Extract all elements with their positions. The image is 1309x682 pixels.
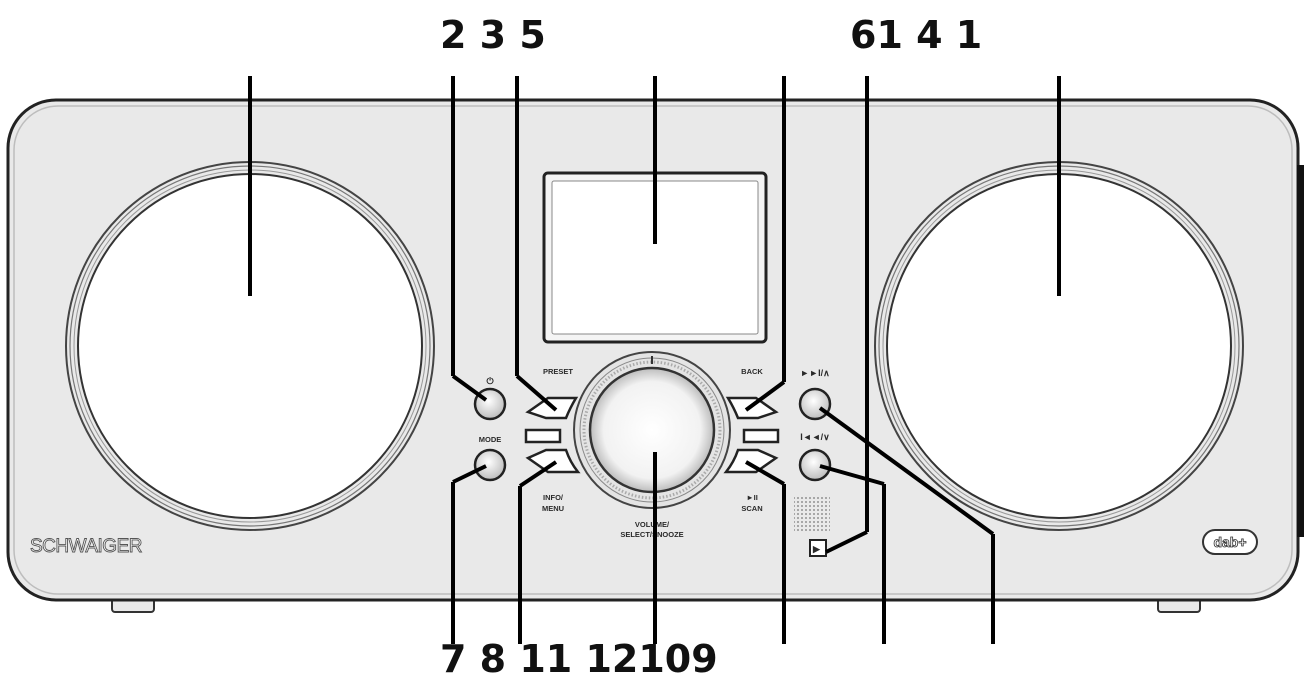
menu-label: MENU bbox=[542, 504, 564, 513]
leader-line-next-up-angle bbox=[818, 406, 995, 536]
leader-line-7-angle bbox=[452, 464, 487, 484]
right-arc-middle-button[interactable] bbox=[742, 428, 780, 444]
callout-bottom-left: 7 8 11 12109 bbox=[440, 637, 718, 681]
callout-top-left: 2 3 5 bbox=[440, 13, 546, 57]
dab-plus-logo: dab+ bbox=[1202, 529, 1258, 555]
volume-select-knob[interactable] bbox=[573, 351, 731, 509]
volume-label: VOLUME/ bbox=[635, 520, 670, 529]
display-screen bbox=[542, 171, 768, 344]
next-up-label: ►►I/∧ bbox=[800, 368, 829, 378]
mode-label: MODE bbox=[479, 435, 502, 444]
play-scan-button[interactable] bbox=[723, 448, 779, 474]
prev-down-button[interactable] bbox=[798, 448, 832, 482]
info-label: INFO/ bbox=[543, 493, 564, 502]
leader-line-mid-right-angle bbox=[744, 460, 786, 486]
brand-logo: SCHWAIGER bbox=[30, 536, 142, 557]
leader-line-5-angle bbox=[515, 374, 558, 412]
select-snooze-label: SELECT/SNOOZE bbox=[620, 530, 683, 539]
mode-button[interactable] bbox=[473, 448, 507, 482]
back-label: BACK bbox=[741, 367, 763, 376]
leader-line-2-horizontal bbox=[451, 374, 488, 402]
play-indicator-box: ▶ bbox=[809, 539, 827, 557]
prev-down-label: I◄◄/∨ bbox=[800, 432, 829, 442]
power-symbol-label: ⏻ bbox=[486, 376, 494, 386]
side-edge bbox=[1297, 165, 1304, 537]
info-menu-button[interactable] bbox=[525, 448, 581, 474]
next-up-button[interactable] bbox=[798, 387, 832, 421]
leader-line-1-angle bbox=[825, 530, 868, 554]
svg-text:dab+: dab+ bbox=[1213, 534, 1246, 550]
callout-top-right: 61 4 1 bbox=[850, 13, 982, 57]
leader-line-prev-down-angle bbox=[819, 464, 885, 486]
scan-label: SCAN bbox=[741, 504, 762, 513]
preset-label: PRESET bbox=[543, 367, 573, 376]
leader-line-11-angle bbox=[518, 460, 558, 488]
leader-line-6-angle bbox=[744, 380, 786, 412]
left-arc-middle-button[interactable] bbox=[524, 428, 562, 444]
play-box-icon: ▶ bbox=[812, 544, 821, 554]
microphone-grille bbox=[794, 497, 830, 531]
play-pause-label: ►II bbox=[746, 493, 758, 502]
